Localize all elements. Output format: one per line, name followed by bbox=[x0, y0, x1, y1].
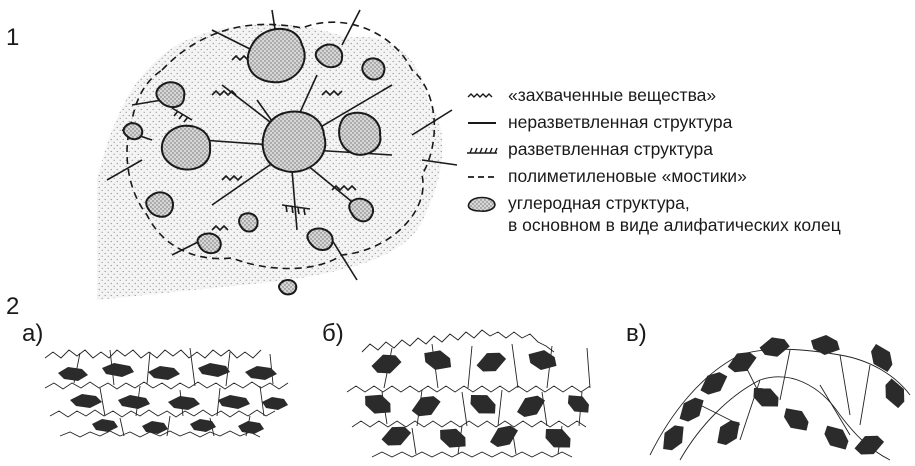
structure-v-diagram bbox=[640, 325, 915, 466]
legend: «захваченные вещества» неразветвленная с… bbox=[462, 82, 841, 236]
legend-label: углеродная структура, bbox=[502, 193, 690, 214]
legend-label: «захваченные вещества» bbox=[502, 85, 716, 106]
legend-item: полиметиленовые «мостики» bbox=[462, 163, 841, 190]
legend-item: углеродная структура, bbox=[462, 190, 841, 217]
dotted-blob-icon bbox=[462, 193, 502, 215]
branched-line-icon bbox=[462, 139, 502, 161]
part2-label: 2 bbox=[6, 295, 19, 319]
legend-item: разветвленная структура bbox=[462, 136, 841, 163]
legend-label: полиметиленовые «мостики» bbox=[502, 166, 747, 187]
dashed-line-icon bbox=[462, 166, 502, 188]
legend-label: разветвленная структура bbox=[502, 139, 713, 160]
solid-line-icon bbox=[462, 112, 502, 134]
panel-b-label: б) bbox=[322, 322, 344, 346]
legend-item: неразветвленная структура bbox=[462, 109, 841, 136]
legend-label: неразветвленная структура bbox=[502, 112, 732, 133]
part1-label: 1 bbox=[6, 26, 19, 50]
legend-item: «захваченные вещества» bbox=[462, 82, 841, 109]
coal-structure-diagram bbox=[92, 0, 462, 305]
wavy-line-icon bbox=[462, 85, 502, 107]
legend-label-continuation: в основном в виде алифатических колец bbox=[462, 215, 841, 236]
structure-a-diagram bbox=[40, 338, 305, 443]
structure-b-diagram bbox=[342, 322, 610, 462]
